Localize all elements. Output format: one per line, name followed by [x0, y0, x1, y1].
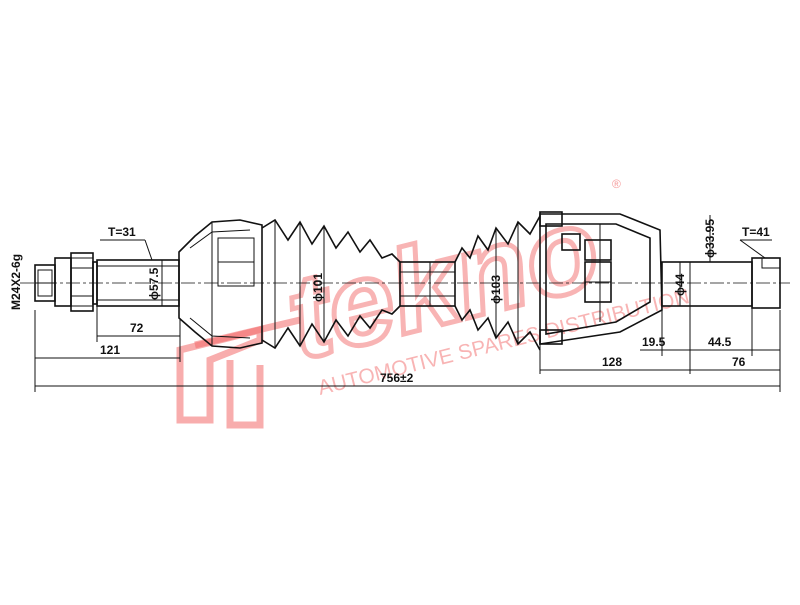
label-76: 76 — [732, 355, 746, 369]
label-d57: ϕ57.5 — [147, 267, 161, 300]
label-d3395: ϕ33.95 — [703, 219, 717, 258]
watermark-logo — [176, 316, 301, 429]
label-44-5: 44.5 — [708, 335, 732, 349]
label-t-left: T=31 — [108, 225, 136, 239]
label-d103: ϕ103 — [489, 275, 503, 304]
label-72: 72 — [130, 321, 144, 335]
right-stub — [661, 257, 781, 309]
left-cv-housing — [178, 219, 263, 349]
label-121: 121 — [100, 343, 120, 357]
middle-shaft — [399, 261, 456, 307]
label-t-right: T=41 — [742, 225, 770, 239]
right-boot — [454, 215, 541, 351]
label-19-5: 19.5 — [642, 335, 666, 349]
label-d44: ϕ44 — [673, 273, 687, 296]
watermark-registered: ® — [612, 177, 621, 191]
label-d101: ϕ101 — [311, 273, 325, 302]
label-756: 756±2 — [380, 371, 414, 385]
label-thread: M24X2-6g — [9, 254, 23, 310]
label-128: 128 — [602, 355, 622, 369]
left-boot — [261, 218, 401, 350]
dimension-lines — [34, 215, 781, 392]
